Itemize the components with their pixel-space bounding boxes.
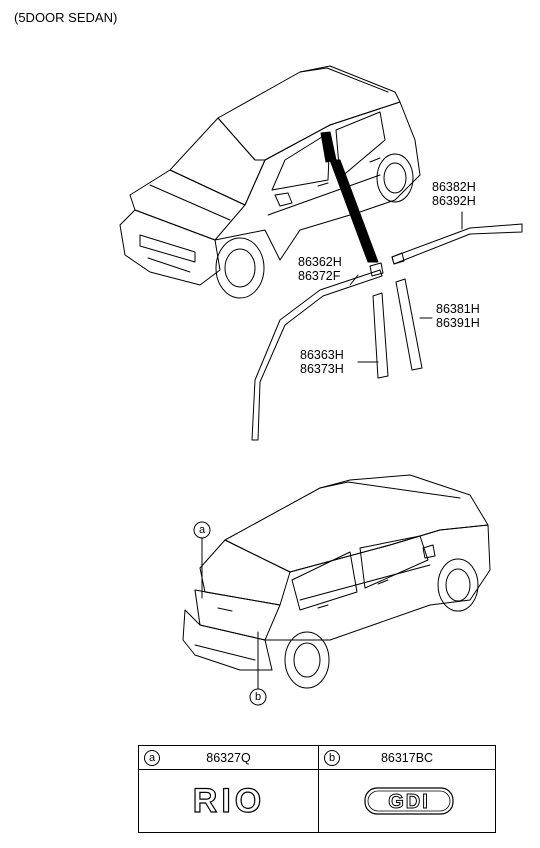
gdi-emblem-icon: GDI [364,787,454,815]
part-number-86372F: 86372F [298,269,341,283]
gdi-emblem-text: GDI [388,791,430,813]
part-number-86382H: 86382H [432,180,476,194]
part-number-86362H: 86362H [298,255,342,269]
rio-emblem-text: RIO [193,782,265,820]
part-number-86391H: 86391H [436,316,480,330]
part-number-86327Q: 86327Q [206,751,251,765]
emblem-table: a 86327Q b 86317BC RIO GDI [138,745,496,833]
front-car-illustration [119,65,421,299]
molding-86382H [391,223,523,265]
marker-b: b [324,750,340,766]
table-header-a: a 86327Q [139,746,318,770]
rear-car-illustration [182,474,491,689]
part-number-86373H: 86373H [300,362,344,376]
marker-a: a [144,750,160,766]
molding-86362H [251,269,383,441]
table-header-b: b 86317BC [318,746,495,770]
part-number-86381H: 86381H [436,302,480,316]
rio-emblem-icon: RIO [192,781,265,820]
callout-a-label: a [198,524,206,536]
part-number-86392H: 86392H [432,194,476,208]
diagram-title: (5DOOR SEDAN) [14,10,118,25]
molding-86381H [395,278,423,371]
rio-emblem-cell: RIO [139,770,318,832]
rio-emblem-art [167,787,291,813]
gdi-emblem-cell: GDI [318,770,496,832]
part-number-86363H: 86363H [300,348,344,362]
part-number-86317BC: 86317BC [380,751,434,765]
molding-86363H [372,292,389,379]
callout-b-label: b [254,691,262,703]
